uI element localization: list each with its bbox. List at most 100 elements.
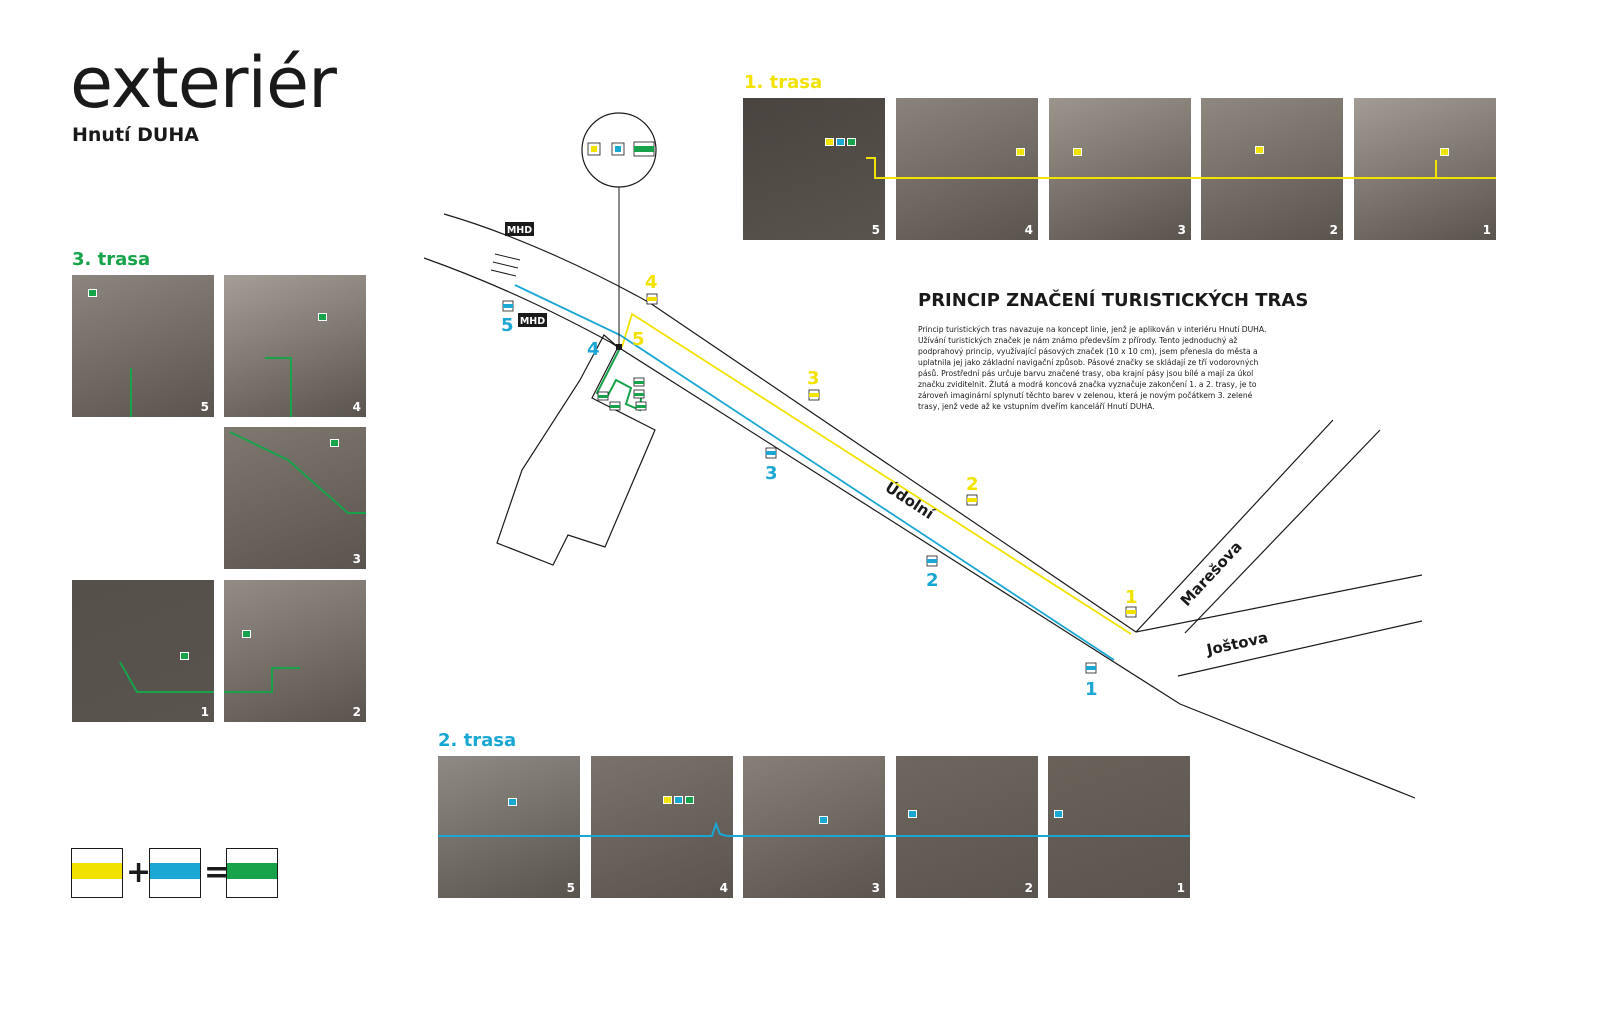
photo-number: 2 [1024,881,1033,895]
photo-number: 5 [200,400,209,414]
photo-number: 1 [1482,223,1491,237]
blue-stop-4: 4 [587,339,600,360]
yellow-marker-icon [1073,148,1082,156]
green-marker-icon [685,796,694,804]
yellow-stop-4: 4 [645,272,658,293]
page-title: exteriér [70,42,337,124]
route3-arrow-3 [229,431,366,514]
yellow-stop-3: 3 [807,368,820,389]
blue-marker-icon [819,816,828,824]
blue-marker-icon [908,810,917,818]
street-name-jostova: Joštova [1204,628,1270,659]
blue-marker-icon [508,798,517,806]
crosswalk [494,253,521,261]
route3-photo-3: 3 [224,427,366,569]
blue-marker-icon [1054,810,1063,818]
blue-stop-5: 5 [501,315,514,336]
yellow-stop-2: 2 [966,474,979,495]
legend-equals: = [204,855,230,890]
yellow-marker-icon [825,138,834,146]
route2-photo-1: 1 [1048,756,1190,898]
photo-number: 1 [1176,881,1185,895]
blue-stop-1: 1 [1085,679,1098,700]
green-marker-icon [88,289,97,297]
mhd-badge-bottom [518,313,547,327]
photo-number: 5 [871,223,880,237]
route2-photo-3: 3 [743,756,885,898]
building-outline [496,334,656,566]
route2-photo-2: 2 [896,756,1038,898]
route3-photo-1: 1 [72,580,214,722]
mhd-label-top: MHD [507,225,532,236]
green-marker-icon [180,652,189,660]
crosswalk [490,269,517,277]
blue-marker-icon [674,796,683,804]
green-marker-icon [318,313,327,321]
street-udolni-south-edge [423,257,1416,799]
street-name-udolni: Údolní [882,477,939,523]
yellow-marker-icon [1016,148,1025,156]
page-subtitle: Hnutí DUHA [72,124,199,146]
yellow-marker-icon [1440,148,1449,156]
route3-arrow-4 [265,357,292,417]
route1-title: 1. trasa [744,72,823,93]
yellow-stop-5: 5 [632,329,645,350]
blue-band [150,863,200,879]
street-jostova-south [1177,620,1423,677]
blue-route-map [514,284,1115,661]
photo-number: 1 [200,705,209,719]
route3-photo-2: 2 [224,580,366,722]
principle-text: Princip turistických tras navazuje na ko… [918,325,1267,411]
principle-heading: PRINCIP ZNAČENÍ TURISTICKÝCH TRAS [918,290,1309,311]
photo-number: 4 [1024,223,1033,237]
route2-photo-line [438,821,1190,837]
photo-number: 2 [1329,223,1338,237]
photo-number: 4 [352,400,361,414]
crosswalk [492,261,519,269]
green-band [227,863,277,879]
route2-title: 2. trasa [438,730,517,751]
photo-number: 3 [352,552,361,566]
photo-number: 2 [352,705,361,719]
blue-stop-3: 3 [765,463,778,484]
photo-number: 3 [1177,223,1186,237]
route1-photo-2: 2 [1201,98,1343,240]
photo-number: 4 [719,881,728,895]
legend-green-marker [226,848,278,898]
green-marker-icon [847,138,856,146]
route3-title: 3. trasa [72,249,151,270]
route2-photo-4: 4 [591,756,733,898]
yellow-map-markers [646,293,1137,618]
blue-marker-icon [836,138,845,146]
route1-photo-1: 1 [1354,98,1496,240]
route1-photo-5: 5 [743,98,885,240]
green-marker-icon [242,630,251,638]
mhd-badge-top [505,222,534,236]
route1-photo-line-main [866,157,1436,179]
legend-plus: + [126,855,152,890]
route1-photo-3: 3 [1049,98,1191,240]
mhd-label-bottom: MHD [520,316,545,327]
yellow-stop-1: 1 [1125,587,1138,608]
route3-arrow-2 [224,667,300,693]
route1-photo-4: 4 [896,98,1038,240]
photo-number: 3 [871,881,880,895]
green-marker-icon [330,439,339,447]
route1-photo-line [1435,160,1496,179]
legend-blue-marker [149,848,201,898]
yellow-route-map [621,312,1132,635]
legend-yellow-marker [71,848,123,898]
street-name-maresova: Marešova [1177,538,1246,610]
route3-arrow-1 [119,661,214,693]
yellow-marker-icon [663,796,672,804]
yellow-band [72,863,122,879]
blue-stop-2: 2 [926,570,939,591]
green-map-markers [597,377,647,411]
route2-photo-5: 5 [438,756,580,898]
yellow-marker-icon [1255,146,1264,154]
blue-map-markers [502,300,1097,674]
street-maresova-east [1184,429,1381,634]
photo-number: 5 [566,881,575,895]
route3-photo-5: 5 [72,275,214,417]
